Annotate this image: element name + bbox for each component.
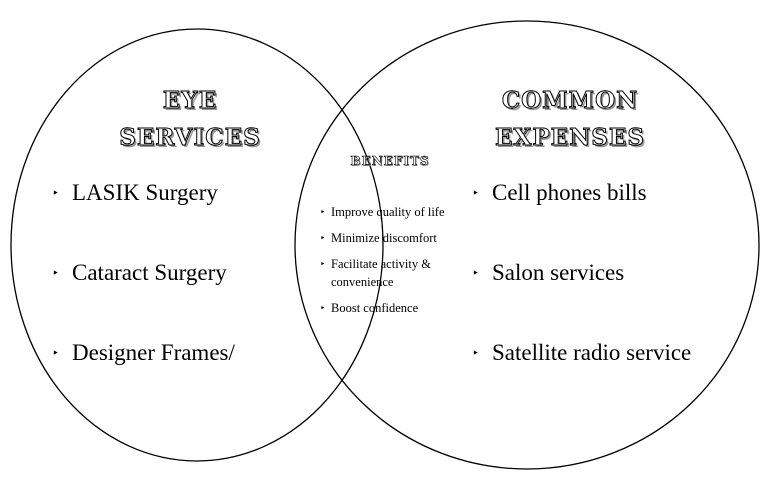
bullet-icon: ‣ xyxy=(52,346,60,360)
bullet-icon: ‣ xyxy=(52,266,60,280)
left-set-title-line: Services xyxy=(119,124,261,152)
right-set-title-line: Expenses xyxy=(495,124,645,152)
list-item: ‣ Satellite radio service xyxy=(472,338,692,418)
bullet-icon: ‣ xyxy=(52,186,60,200)
right-set-list: ‣ Cell phones bills ‣ Salon services ‣ Sate… xyxy=(472,178,692,418)
bullet-icon: ‣ xyxy=(320,303,326,313)
left-set-title: Eye Services xyxy=(90,82,290,156)
right-set-title: Common Expenses xyxy=(470,82,670,156)
list-item-label: Cell phones bills xyxy=(492,180,647,205)
list-item-label: Designer Frames/ xyxy=(72,340,235,365)
list-item-label: LASIK Surgery xyxy=(72,180,218,205)
list-item-label: Satellite radio service xyxy=(492,340,692,365)
bullet-icon: ‣ xyxy=(320,207,326,217)
bullet-icon: ‣ xyxy=(472,266,480,280)
list-item: ‣ Cell phones bills xyxy=(472,178,691,258)
bullet-icon: ‣ xyxy=(472,346,480,360)
bullet-icon: ‣ xyxy=(320,233,326,243)
list-item: ‣ Salon services xyxy=(472,258,691,338)
list-item-label: Salon services xyxy=(492,260,625,285)
intersection-title: Benefits xyxy=(350,154,430,169)
right-circle xyxy=(294,20,760,470)
bullet-icon: ‣ xyxy=(320,259,326,269)
list-item-label: Improve quality of life xyxy=(331,205,445,219)
list-item: ‣ Facilitate activity & convenience xyxy=(320,255,471,291)
list-item-label: Cataract Surgery xyxy=(72,260,227,285)
left-set-list: ‣ LASIK Surgery ‣ Cataract Surgery ‣ Design… xyxy=(52,178,235,418)
bullet-icon: ‣ xyxy=(472,186,480,200)
list-item: ‣ Improve quality of life xyxy=(320,203,471,221)
list-item: ‣ Boost confidence xyxy=(320,299,471,317)
list-item-label: Boost confidence xyxy=(331,301,419,315)
left-set-title-line: Eye xyxy=(162,87,218,115)
list-item-label: Facilitate activity & convenience xyxy=(331,257,431,289)
list-item: ‣ Minimize discomfort xyxy=(320,229,471,247)
list-item: ‣ Cataract Surgery xyxy=(52,258,235,338)
intersection-list: ‣ Improve quality of life ‣ Minimize disco… xyxy=(320,203,471,325)
list-item: ‣ LASIK Surgery xyxy=(52,178,235,258)
list-item: ‣ Designer Frames/ xyxy=(52,338,235,418)
right-set-title-line: Common xyxy=(501,87,639,115)
left-circle xyxy=(10,28,384,462)
list-item-label: Minimize discomfort xyxy=(331,231,437,245)
